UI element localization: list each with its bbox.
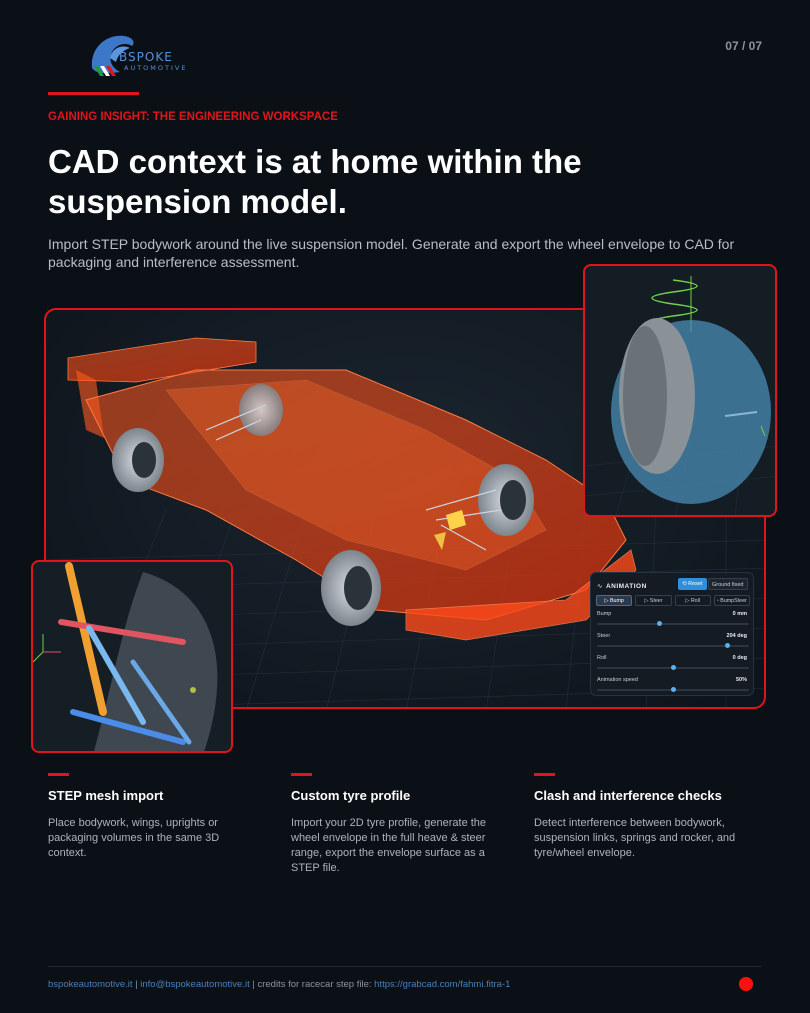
suspension-closeup-viewport[interactable] <box>31 560 233 753</box>
feature-clash-checks: Clash and interference checks Detect int… <box>534 773 764 861</box>
feature-title: Custom tyre profile <box>291 788 411 803</box>
waveform-icon: ∿ <box>597 583 603 590</box>
feature-dash <box>534 773 555 776</box>
slider-thumb[interactable] <box>656 621 662 626</box>
feature-body: Place bodywork, wings, uprights or packa… <box>48 817 220 859</box>
feature-title: STEP mesh import <box>48 788 164 803</box>
credits-link[interactable]: https://grabcad.com/fahmi.fitra-1 <box>374 979 511 990</box>
speed-label: Animation speed <box>597 677 638 683</box>
accent-rule <box>48 92 139 95</box>
page-number: 07 / 07 <box>725 39 762 53</box>
brand-name: BSPOKE <box>119 50 173 64</box>
animation-panel: ∿ANIMATION ⟲ Reset Ground fixed ▷ Bump ▷… <box>590 572 754 696</box>
reset-button[interactable]: ⟲ Reset <box>678 578 707 590</box>
roll-value: 0 deg <box>732 655 747 661</box>
speed-slider[interactable] <box>597 687 749 692</box>
feature-body: Detect interference between bodywork, su… <box>534 817 736 859</box>
slider-thumb[interactable] <box>725 643 731 648</box>
slider-thumb[interactable] <box>670 665 676 670</box>
website-link[interactable]: bspokeautomotive.it <box>48 979 133 990</box>
section-kicker: GAINING INSIGHT: THE ENGINEERING WORKSPA… <box>48 111 338 123</box>
lead-paragraph: Import STEP bodywork around the live sus… <box>48 236 735 270</box>
roll-slider[interactable] <box>597 665 749 670</box>
roll-label: Roll <box>597 655 607 661</box>
suspension-links-render <box>33 562 218 751</box>
tyre-envelope-viewport[interactable] <box>583 264 777 517</box>
steer-label: Steer <box>597 633 611 639</box>
animation-title: ANIMATION <box>605 583 647 590</box>
feature-step-mesh-import: STEP mesh import Place bodywork, wings, … <box>48 773 278 861</box>
footer-separator: | <box>135 979 138 990</box>
speed-value: 50% <box>735 677 747 683</box>
reset-label: Reset <box>688 581 703 587</box>
page-title: CAD context is at home within the suspen… <box>48 143 582 220</box>
footer: bspokeautomotive.it | info@bspokeautomot… <box>48 979 510 990</box>
tab-steer[interactable]: ▷ Steer <box>635 595 672 606</box>
feature-dash <box>48 773 69 776</box>
bump-label: Bump <box>597 611 612 617</box>
tab-bump[interactable]: ▷ Bump <box>596 595 633 606</box>
animation-tabs: ▷ Bump ▷ Steer ▷ Roll ▫ BumpSteer <box>596 595 750 607</box>
bump-slider[interactable] <box>597 621 749 626</box>
bspoke-logo-icon <box>91 35 134 76</box>
record-dot-icon <box>739 977 753 991</box>
bump-value: 0 mm <box>732 611 747 617</box>
ground-fixed-button[interactable]: Ground fixed <box>708 578 748 590</box>
feature-body: Import your 2D tyre profile, generate th… <box>291 817 487 874</box>
feature-dash <box>291 773 312 776</box>
email-link[interactable]: info@bspokeautomotive.it <box>140 979 250 990</box>
tyre-envelope-render <box>585 276 775 515</box>
feature-custom-tyre-profile: Custom tyre profile Import your 2D tyre … <box>291 773 521 876</box>
steer-slider[interactable] <box>597 643 749 648</box>
slider-thumb[interactable] <box>670 687 676 692</box>
brand-tagline: AUTOMOTIVE <box>124 64 188 72</box>
credits-label: | credits for racecar step file: <box>252 979 372 990</box>
feature-title: Clash and interference checks <box>534 788 722 803</box>
racecar-wireframe-render <box>46 337 764 707</box>
tab-roll[interactable]: ▷ Roll <box>674 595 711 606</box>
tab-bumpsteer[interactable]: ▫ BumpSteer <box>713 595 750 606</box>
footer-divider <box>48 966 762 967</box>
steer-value: 204 deg <box>726 633 747 639</box>
